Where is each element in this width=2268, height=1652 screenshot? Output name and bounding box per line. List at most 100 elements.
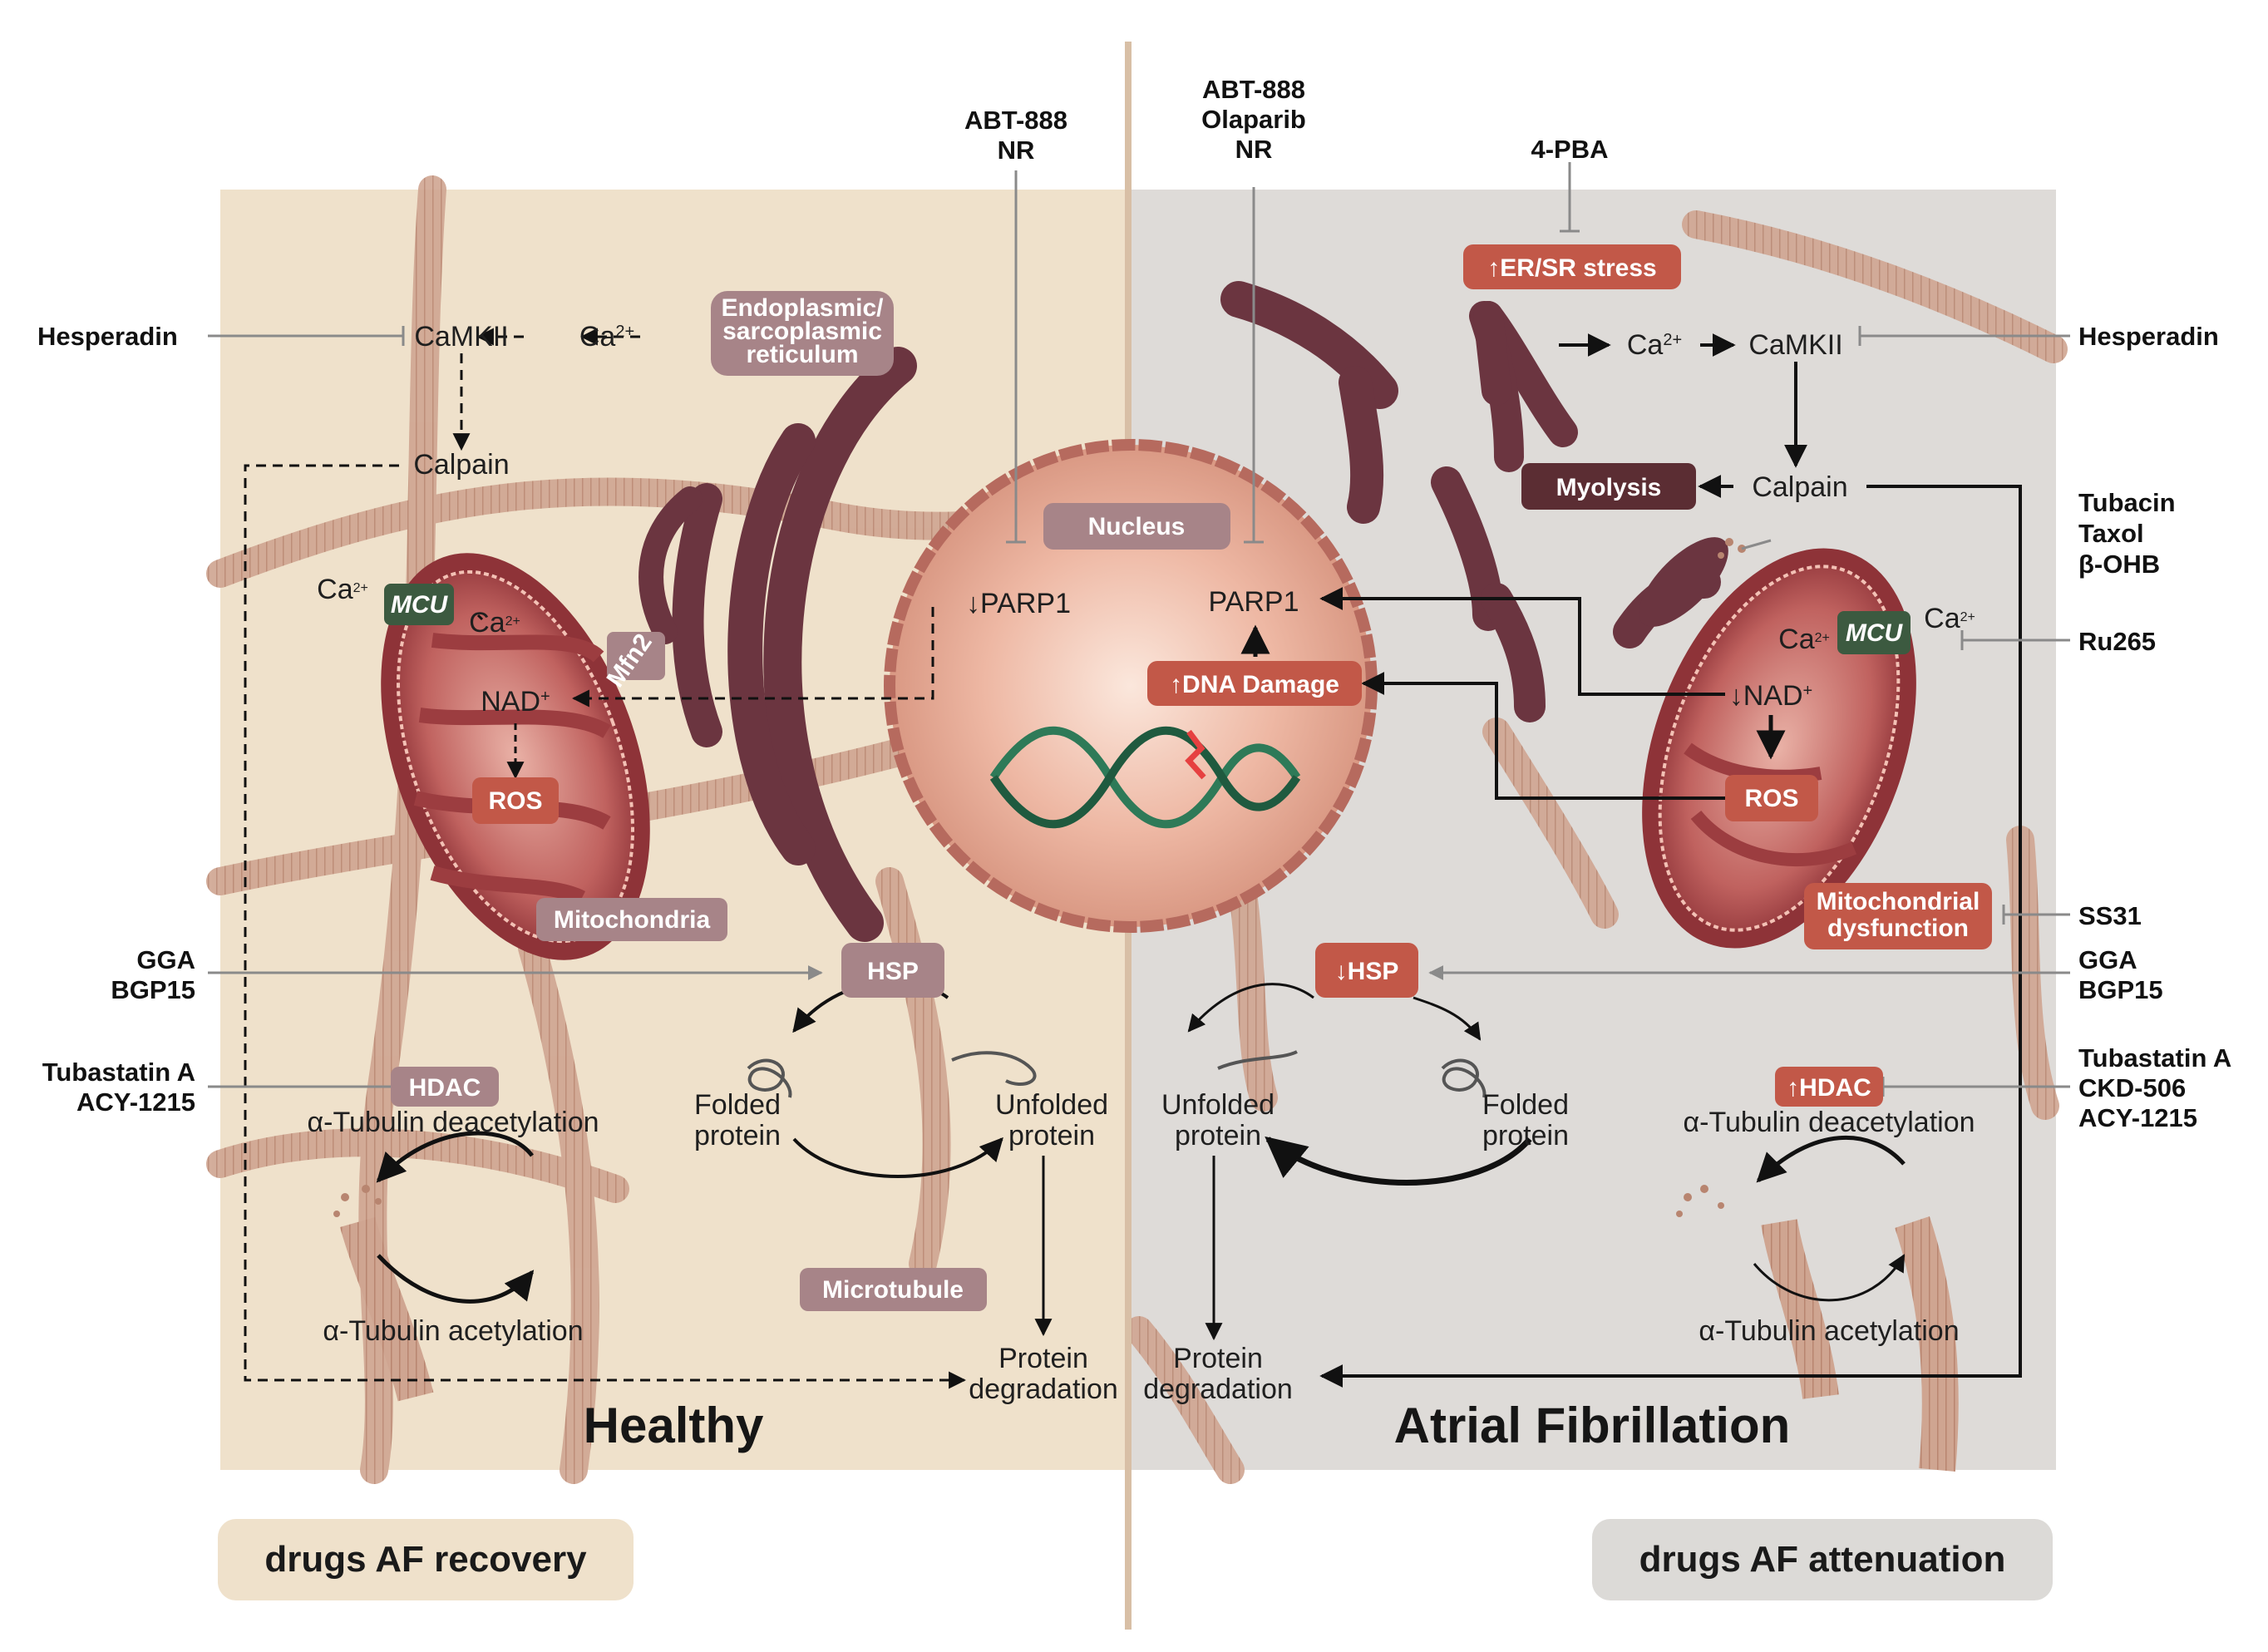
af-dna-damage-text: DNA Damage — [1182, 671, 1339, 698]
af-title: Atrial Fibrillation — [1394, 1398, 1791, 1453]
healthy-ca-inner: Ca2+ — [469, 607, 520, 639]
drug-hesperadin-left: Hesperadin — [37, 322, 178, 351]
af-ca-text: Ca — [1627, 329, 1664, 361]
healthy-mfn2-box — [607, 632, 665, 680]
healthy-degradation-line-2: degradation — [969, 1373, 1118, 1405]
healthy-ros-box — [472, 777, 559, 824]
healthy-nucleus: Nucleus — [1088, 513, 1186, 540]
healthy-er-label-line-2: sarcoplasmic — [722, 318, 882, 345]
healthy-mitochondrion — [381, 553, 650, 960]
inhibitor-lines — [208, 162, 2070, 1097]
af-calpain: Calpain — [1752, 471, 1847, 503]
af-ca-outer: Ca2+ — [1924, 603, 1975, 634]
af-ros: ROS — [1744, 785, 1798, 812]
af-nad-arrow: ↓ — [1729, 680, 1743, 712]
healthy-calpain: Calpain — [413, 449, 509, 481]
legend-recovery: drugs AF recovery — [264, 1539, 587, 1580]
microtubule-stubs — [339, 1216, 1959, 1472]
af-degradation-line-1: Protein — [1173, 1343, 1263, 1374]
healthy-tub-acetylation: α-Tubulin acetylation — [323, 1315, 583, 1347]
af-parp1: PARP1 — [1209, 586, 1299, 618]
af-nad-text: NAD — [1743, 680, 1803, 712]
healthy-ca-inner-text: Ca — [469, 607, 505, 639]
healthy-hsp: HSP — [867, 958, 919, 985]
healthy-parp1-arrow: ↓ — [966, 588, 980, 619]
af-mcu: MCU — [1846, 619, 1904, 647]
af-ca-outer-sup: 2+ — [1960, 610, 1975, 624]
healthy-mcu: MCU — [391, 591, 449, 619]
af-mcu-box — [1837, 611, 1911, 654]
af-hsp: ↓HSP — [1335, 958, 1399, 985]
healthy-microtubule-box — [800, 1268, 987, 1311]
healthy-nad: NAD+ — [481, 686, 550, 718]
healthy-microtubule: Microtubule — [822, 1276, 964, 1304]
af-ca-sup: 2+ — [1663, 331, 1682, 349]
healthy-ca: Ca2+ — [579, 321, 634, 353]
af-hsp-text: HSP — [1348, 958, 1399, 985]
drug-tubastatin-right-line-3: ACY-1215 — [2078, 1103, 2197, 1132]
healthy-ca-outer: Ca2+ — [317, 574, 368, 605]
af-ca: Ca2+ — [1627, 329, 1682, 361]
healthy-camkii: CaMKII — [414, 321, 508, 353]
drug-tubastatin-left-line-2: ACY-1215 — [76, 1087, 195, 1117]
drug-tubastatin-left-line-1: Tubastatin A — [42, 1058, 195, 1087]
af-folded-line-1: Folded — [1482, 1089, 1569, 1121]
healthy-parp1: ↓PARP1 — [966, 588, 1071, 619]
af-er-stress-arrow: ↑ — [1487, 254, 1500, 282]
drug-tubastatin-right-line-2: CKD-506 — [2078, 1073, 2186, 1102]
af-unfolded-line-2: protein — [1175, 1120, 1261, 1151]
drug-ss31: SS31 — [2078, 901, 2142, 930]
af-myolysis-box — [1521, 463, 1696, 510]
af-nad: ↓NAD+ — [1729, 680, 1812, 712]
protein-squiggles — [747, 1050, 1487, 1098]
tubulin-particles — [333, 538, 1746, 1217]
healthy-nad-text: NAD — [481, 686, 540, 718]
af-degradation-line-2: degradation — [1143, 1373, 1293, 1405]
drug-gga-right-line-2: BGP15 — [2078, 975, 2163, 1004]
af-ca-outer-text: Ca — [1924, 603, 1960, 634]
legend-attenuation-box — [1592, 1519, 2053, 1600]
af-ca-inner-sup: 2+ — [1815, 631, 1830, 645]
af-dna-damage: ↑DNA Damage — [1170, 671, 1339, 698]
af-parp1-text: PARP1 — [1209, 586, 1299, 618]
af-mito-dysfunction-line-2: dysfunction — [1827, 915, 1969, 942]
legend-attenuation: drugs AF attenuation — [1639, 1539, 2006, 1580]
healthy-hsp-box — [841, 943, 944, 998]
af-camkii: CaMKII — [1748, 329, 1842, 361]
healthy-ca-inner-sup: 2+ — [505, 614, 520, 629]
healthy-degradation-line-1: Protein — [998, 1343, 1088, 1374]
healthy-unfolded-line-1: Unfolded — [995, 1089, 1108, 1121]
drug-4pba: 4-PBA — [1531, 135, 1608, 164]
healthy-nucleus-box — [1043, 503, 1230, 550]
drug-gga-left-line-2: BGP15 — [111, 975, 195, 1004]
af-mito-dysfunction-line-1: Mitochondrial — [1817, 888, 1980, 915]
drug-gga-right-line-1: GGA — [2078, 945, 2137, 974]
af-tub-acetylation: α-Tubulin acetylation — [1699, 1315, 1959, 1347]
drug-gga-left-line-1: GGA — [136, 945, 195, 974]
healthy-folded-line-1: Folded — [694, 1089, 781, 1121]
af-hdac-arrow: ↑ — [1787, 1074, 1799, 1102]
drug-abt-nr-line-1: ABT-888 — [964, 106, 1067, 135]
af-nad-sup: + — [1803, 682, 1813, 700]
drug-abt-nr-line-2: NR — [998, 136, 1035, 165]
drug-tubacin-group-line-2: Taxol — [2078, 519, 2144, 548]
healthy-title: Healthy — [584, 1398, 764, 1453]
af-dna-damage-arrow: ↑ — [1170, 671, 1182, 698]
drug-tubastatin-right-line-1: Tubastatin A — [2078, 1043, 2231, 1073]
healthy-er-box — [711, 291, 894, 376]
af-ros-box — [1725, 775, 1818, 821]
af-tub-deacetylation: α-Tubulin deacetylation — [1683, 1107, 1975, 1138]
af-er-stress: ↑ER/SR stress — [1487, 254, 1656, 282]
af-mito-dysfunction-box — [1804, 883, 1992, 949]
af-dna-damage-box — [1147, 661, 1362, 706]
healthy-unfolded-line-2: protein — [1008, 1120, 1095, 1151]
drug-tubacin-group-line-1: Tubacin — [2078, 488, 2176, 517]
connector-arrows — [244, 328, 2022, 1389]
healthy-parp1-text: PARP1 — [980, 588, 1071, 619]
drug-abt-olaparib-nr-line-3: NR — [1235, 135, 1273, 164]
drug-tubacin-group-line-3: β-OHB — [2078, 550, 2160, 579]
af-myolysis: Myolysis — [1556, 474, 1662, 501]
drug-abt-olaparib-nr-line-1: ABT-888 — [1202, 75, 1305, 104]
